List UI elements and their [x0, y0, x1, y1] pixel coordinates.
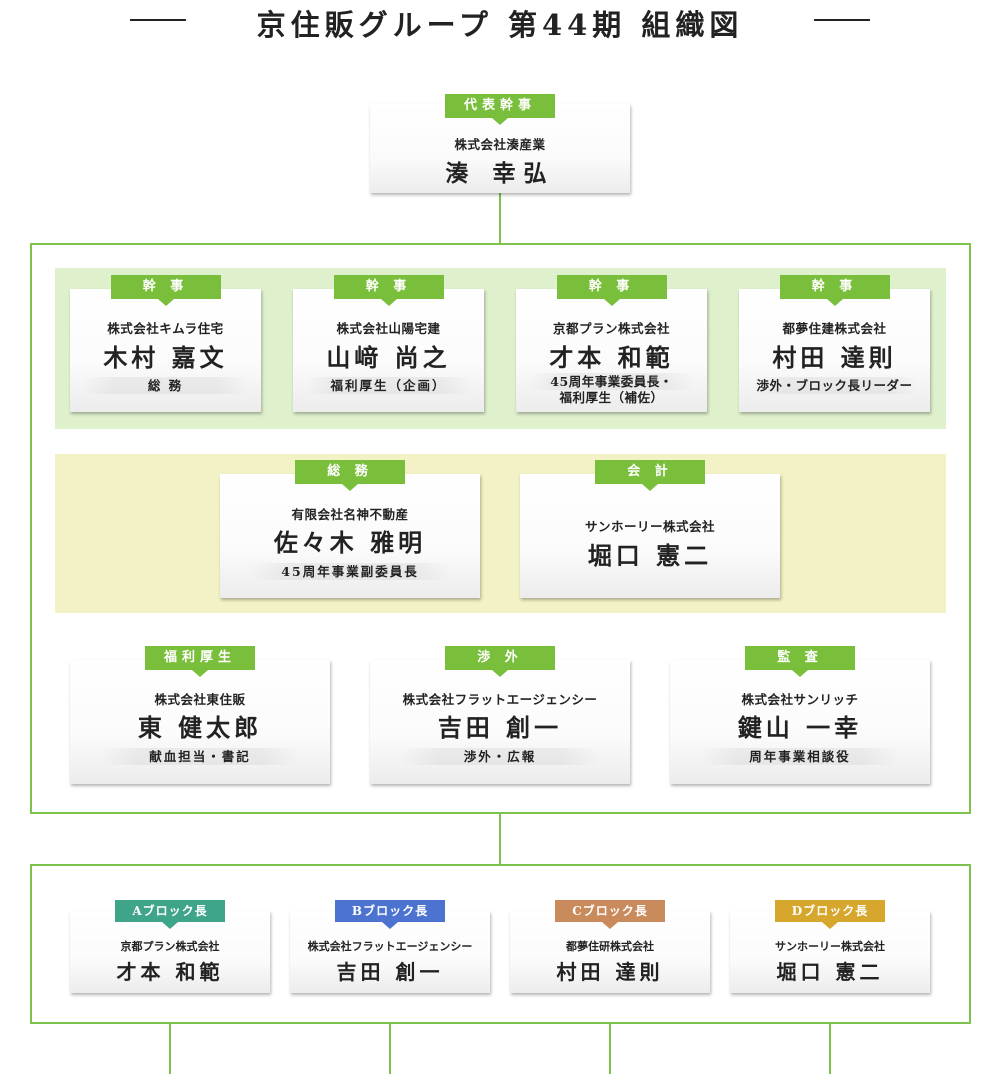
company-name: 株式会社キムラ住宅: [107, 321, 224, 336]
company-name: 株式会社フラットエージェンシー: [402, 692, 598, 707]
company-name: 都夢住研株式会社: [566, 940, 654, 953]
company-name: 株式会社サンリッチ: [741, 692, 859, 707]
block-tag: Aブロック長: [115, 900, 225, 929]
company-name: 株式会社湊産業: [454, 137, 546, 152]
person-name: 湊 幸弘: [445, 160, 555, 187]
person-name: 木村 嘉文: [103, 343, 228, 372]
officer-card: 監 査 株式会社サンリッチ 鍵山 一幸 周年事業相談役: [670, 646, 930, 784]
officer-card: 渉 外 株式会社フラットエージェンシー 吉田 創一 渉外・広報: [370, 646, 630, 784]
secretary-card: 幹 事 株式会社山陽宅建 山﨑 尚之 福利厚生（企画）: [293, 275, 484, 412]
block-leader-card: Dブロック長 サンホーリー株式会社 堀口 憲二: [730, 900, 930, 993]
person-name: 才本 和範: [116, 960, 224, 984]
role-tag: 福利厚生: [145, 646, 255, 677]
company-name: 京都プラン株式会社: [120, 940, 220, 953]
role-description: 渉外・ブロック長リーダー: [751, 377, 918, 394]
role-description: 総 務: [82, 377, 249, 394]
role-tag: 幹 事: [110, 275, 221, 306]
person-name: 村田 達則: [772, 343, 897, 372]
role-description: 渉外・広報: [400, 748, 600, 765]
connector-block-c: [609, 1022, 611, 1074]
role-tag: 会 計: [595, 460, 705, 491]
page-title: 京住販グループ 第44期 組織図: [256, 8, 744, 42]
general-affairs-band: [55, 454, 946, 613]
connector-block-a: [169, 1022, 171, 1074]
role-tag: 代表幹事: [445, 94, 555, 125]
block-tag: Dブロック長: [775, 900, 885, 929]
person-name: 村田 達則: [556, 960, 664, 984]
company-name: 有限会社名神不動産: [291, 507, 409, 522]
role-tag: 幹 事: [779, 275, 890, 306]
role-tag: 渉 外: [445, 646, 555, 677]
connector-block-b: [389, 1022, 391, 1074]
secretary-card: 幹 事 京都プラン株式会社 才本 和範 45周年事業委員長・ 福利厚生（補佐）: [516, 275, 707, 412]
company-name: 都夢住建株式会社: [782, 321, 887, 336]
role-description: 献血担当・書記: [100, 748, 300, 765]
block-leader-card: Cブロック長 都夢住研株式会社 村田 達則: [510, 900, 710, 993]
role-description: 福利厚生（補佐）: [559, 390, 664, 405]
connector-block-d: [829, 1022, 831, 1074]
role-description: 福利厚生（企画）: [305, 377, 472, 394]
block-tag: Cブロック長: [555, 900, 665, 929]
company-name: 株式会社フラットエージェンシー: [307, 940, 473, 953]
role-tag: 幹 事: [556, 275, 667, 306]
accounting-card: 会 計 サンホーリー株式会社 堀口 憲二: [520, 460, 780, 598]
secretary-card: 幹 事 都夢住建株式会社 村田 達則 渉外・ブロック長リーダー: [739, 275, 930, 412]
person-name: 山﨑 尚之: [326, 343, 451, 372]
company-name: 株式会社東住販: [154, 692, 246, 707]
connector-middle: [499, 812, 501, 865]
person-name: 鍵山 一幸: [737, 713, 863, 742]
block-tag: Bブロック長: [335, 900, 445, 929]
role-description: 45周年事業副委員長: [250, 563, 450, 580]
company-name: 株式会社山陽宅建: [336, 321, 441, 336]
block-leader-card: Bブロック長 株式会社フラットエージェンシー 吉田 創一: [290, 900, 490, 993]
person-name: 東 健太郎: [137, 713, 263, 742]
person-name: 吉田 創一: [437, 713, 563, 742]
chart-title: 京住販グループ 第44期 組織図: [0, 0, 1000, 50]
connector-top: [499, 193, 501, 245]
role-tag: 幹 事: [333, 275, 444, 306]
block-leader-card: Aブロック長 京都プラン株式会社 才本 和範: [70, 900, 270, 993]
role-tag: 総 務: [295, 460, 405, 491]
company-name: サンホーリー株式会社: [584, 519, 715, 534]
representative-card: 代表幹事 株式会社湊産業 湊 幸弘: [370, 94, 630, 193]
person-name: 吉田 創一: [336, 960, 444, 984]
company-name: 京都プラン株式会社: [552, 321, 670, 336]
title-rule-right: [814, 19, 870, 21]
officer-card: 福利厚生 株式会社東住販 東 健太郎 献血担当・書記: [70, 646, 330, 784]
person-name: 才本 和範: [549, 343, 674, 372]
secretary-card: 幹 事 株式会社キムラ住宅 木村 嘉文 総 務: [70, 275, 261, 412]
title-rule-left: [130, 19, 186, 21]
general-affairs-card: 総 務 有限会社名神不動産 佐々木 雅明 45周年事業副委員長: [220, 460, 480, 598]
role-tag: 監 査: [745, 646, 855, 677]
person-name: 佐々木 雅明: [273, 528, 427, 557]
person-name: 堀口 憲二: [587, 541, 713, 570]
role-description: 周年事業相談役: [700, 748, 900, 765]
role-description: 45周年事業委員長・: [528, 373, 695, 390]
company-name: サンホーリー株式会社: [775, 940, 885, 953]
person-name: 堀口 憲二: [776, 960, 884, 984]
